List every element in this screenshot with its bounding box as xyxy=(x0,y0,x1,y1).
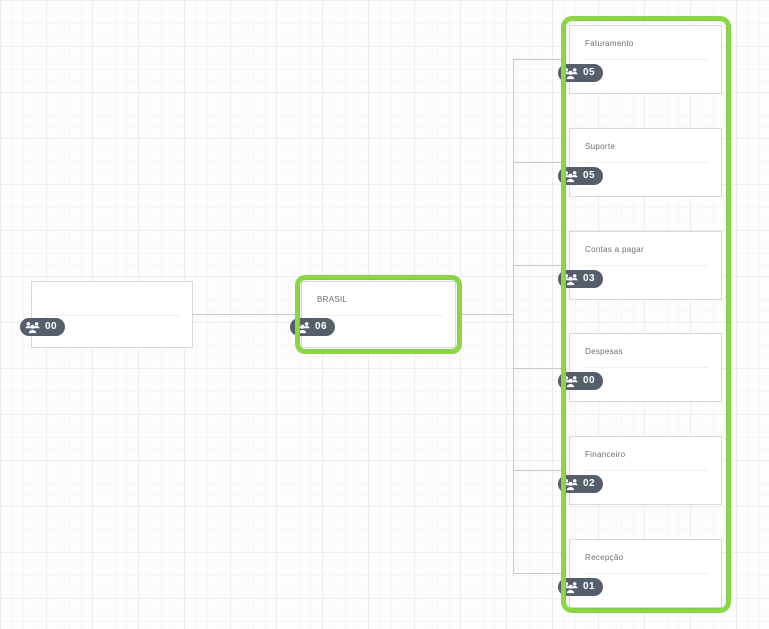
org-node-dept-1-divider xyxy=(582,59,709,60)
org-node-dept-6-member-badge[interactable]: 01 xyxy=(558,578,603,596)
org-node-dept-2-divider xyxy=(582,162,709,163)
org-node-dept-1-title: Faturamento xyxy=(585,39,634,48)
org-node-dept-6-member-count: 01 xyxy=(583,581,595,592)
org-node-dept-2-title: Suporte xyxy=(585,142,616,151)
users-icon xyxy=(295,321,310,333)
org-node-dept-5-divider xyxy=(582,470,709,471)
org-node-dept-6-divider xyxy=(582,573,709,574)
org-node-dept-3-member-count: 03 xyxy=(583,273,595,284)
org-node-dept-2-member-count: 05 xyxy=(583,170,595,181)
org-node-dept-3-title: Contas a pagar xyxy=(585,245,644,254)
org-node-dept-6-title: Recepção xyxy=(585,553,624,562)
org-node-brasil-member-badge[interactable]: 06 xyxy=(290,318,335,336)
org-node-dept-4-member-badge[interactable]: 00 xyxy=(558,372,603,390)
org-node-dept-1-member-count: 05 xyxy=(583,67,595,78)
org-node-dept-3-member-badge[interactable]: 03 xyxy=(558,270,603,288)
users-icon xyxy=(563,375,578,387)
connector-trunk-to-dept-5 xyxy=(513,470,563,471)
org-node-dept-5-member-count: 02 xyxy=(583,478,595,489)
org-node-root[interactable]: 00 xyxy=(20,281,193,348)
connector-trunk-to-dept-3 xyxy=(513,265,563,266)
org-node-dept-6[interactable]: Recepção 01 xyxy=(558,539,722,608)
org-node-dept-3[interactable]: Contas a pagar 03 xyxy=(558,231,722,300)
org-node-dept-1-member-badge[interactable]: 05 xyxy=(558,64,603,82)
org-node-brasil[interactable]: BRASIL 06 xyxy=(290,281,456,348)
org-node-dept-5-member-badge[interactable]: 02 xyxy=(558,475,603,493)
org-node-dept-4[interactable]: Despesas 00 xyxy=(558,333,722,402)
users-icon xyxy=(563,581,578,593)
org-node-brasil-divider xyxy=(314,315,443,316)
connector-trunk-to-dept-2 xyxy=(513,162,563,163)
connector-trunk-to-dept-6 xyxy=(513,573,563,574)
org-node-dept-4-divider xyxy=(582,367,709,368)
users-icon xyxy=(25,321,40,333)
org-node-dept-4-member-count: 00 xyxy=(583,375,595,386)
selection-highlight-departments-group xyxy=(561,16,731,613)
connector-branch-to-trunk xyxy=(462,314,514,315)
org-node-dept-5[interactable]: Financeiro 02 xyxy=(558,436,722,505)
org-node-dept-5-title: Financeiro xyxy=(585,450,626,459)
org-node-dept-3-divider xyxy=(582,265,709,266)
users-icon xyxy=(563,67,578,79)
org-node-root-member-badge[interactable]: 00 xyxy=(20,318,65,336)
users-icon xyxy=(563,478,578,490)
users-icon xyxy=(563,273,578,285)
users-icon xyxy=(563,170,578,182)
org-node-dept-2-member-badge[interactable]: 05 xyxy=(558,167,603,185)
org-node-dept-4-title: Despesas xyxy=(585,347,623,356)
org-node-dept-2[interactable]: Suporte 05 xyxy=(558,128,722,197)
org-node-brasil-member-count: 06 xyxy=(315,321,327,332)
org-node-root-divider xyxy=(44,315,180,316)
org-node-dept-1[interactable]: Faturamento 05 xyxy=(558,25,722,94)
connector-trunk-vertical xyxy=(513,59,514,574)
connector-trunk-to-dept-1 xyxy=(513,59,563,60)
org-node-root-member-count: 00 xyxy=(45,321,57,332)
connector-trunk-to-dept-4 xyxy=(513,368,563,369)
org-node-brasil-title: BRASIL xyxy=(317,295,348,304)
connector-root-to-branch xyxy=(193,314,295,315)
